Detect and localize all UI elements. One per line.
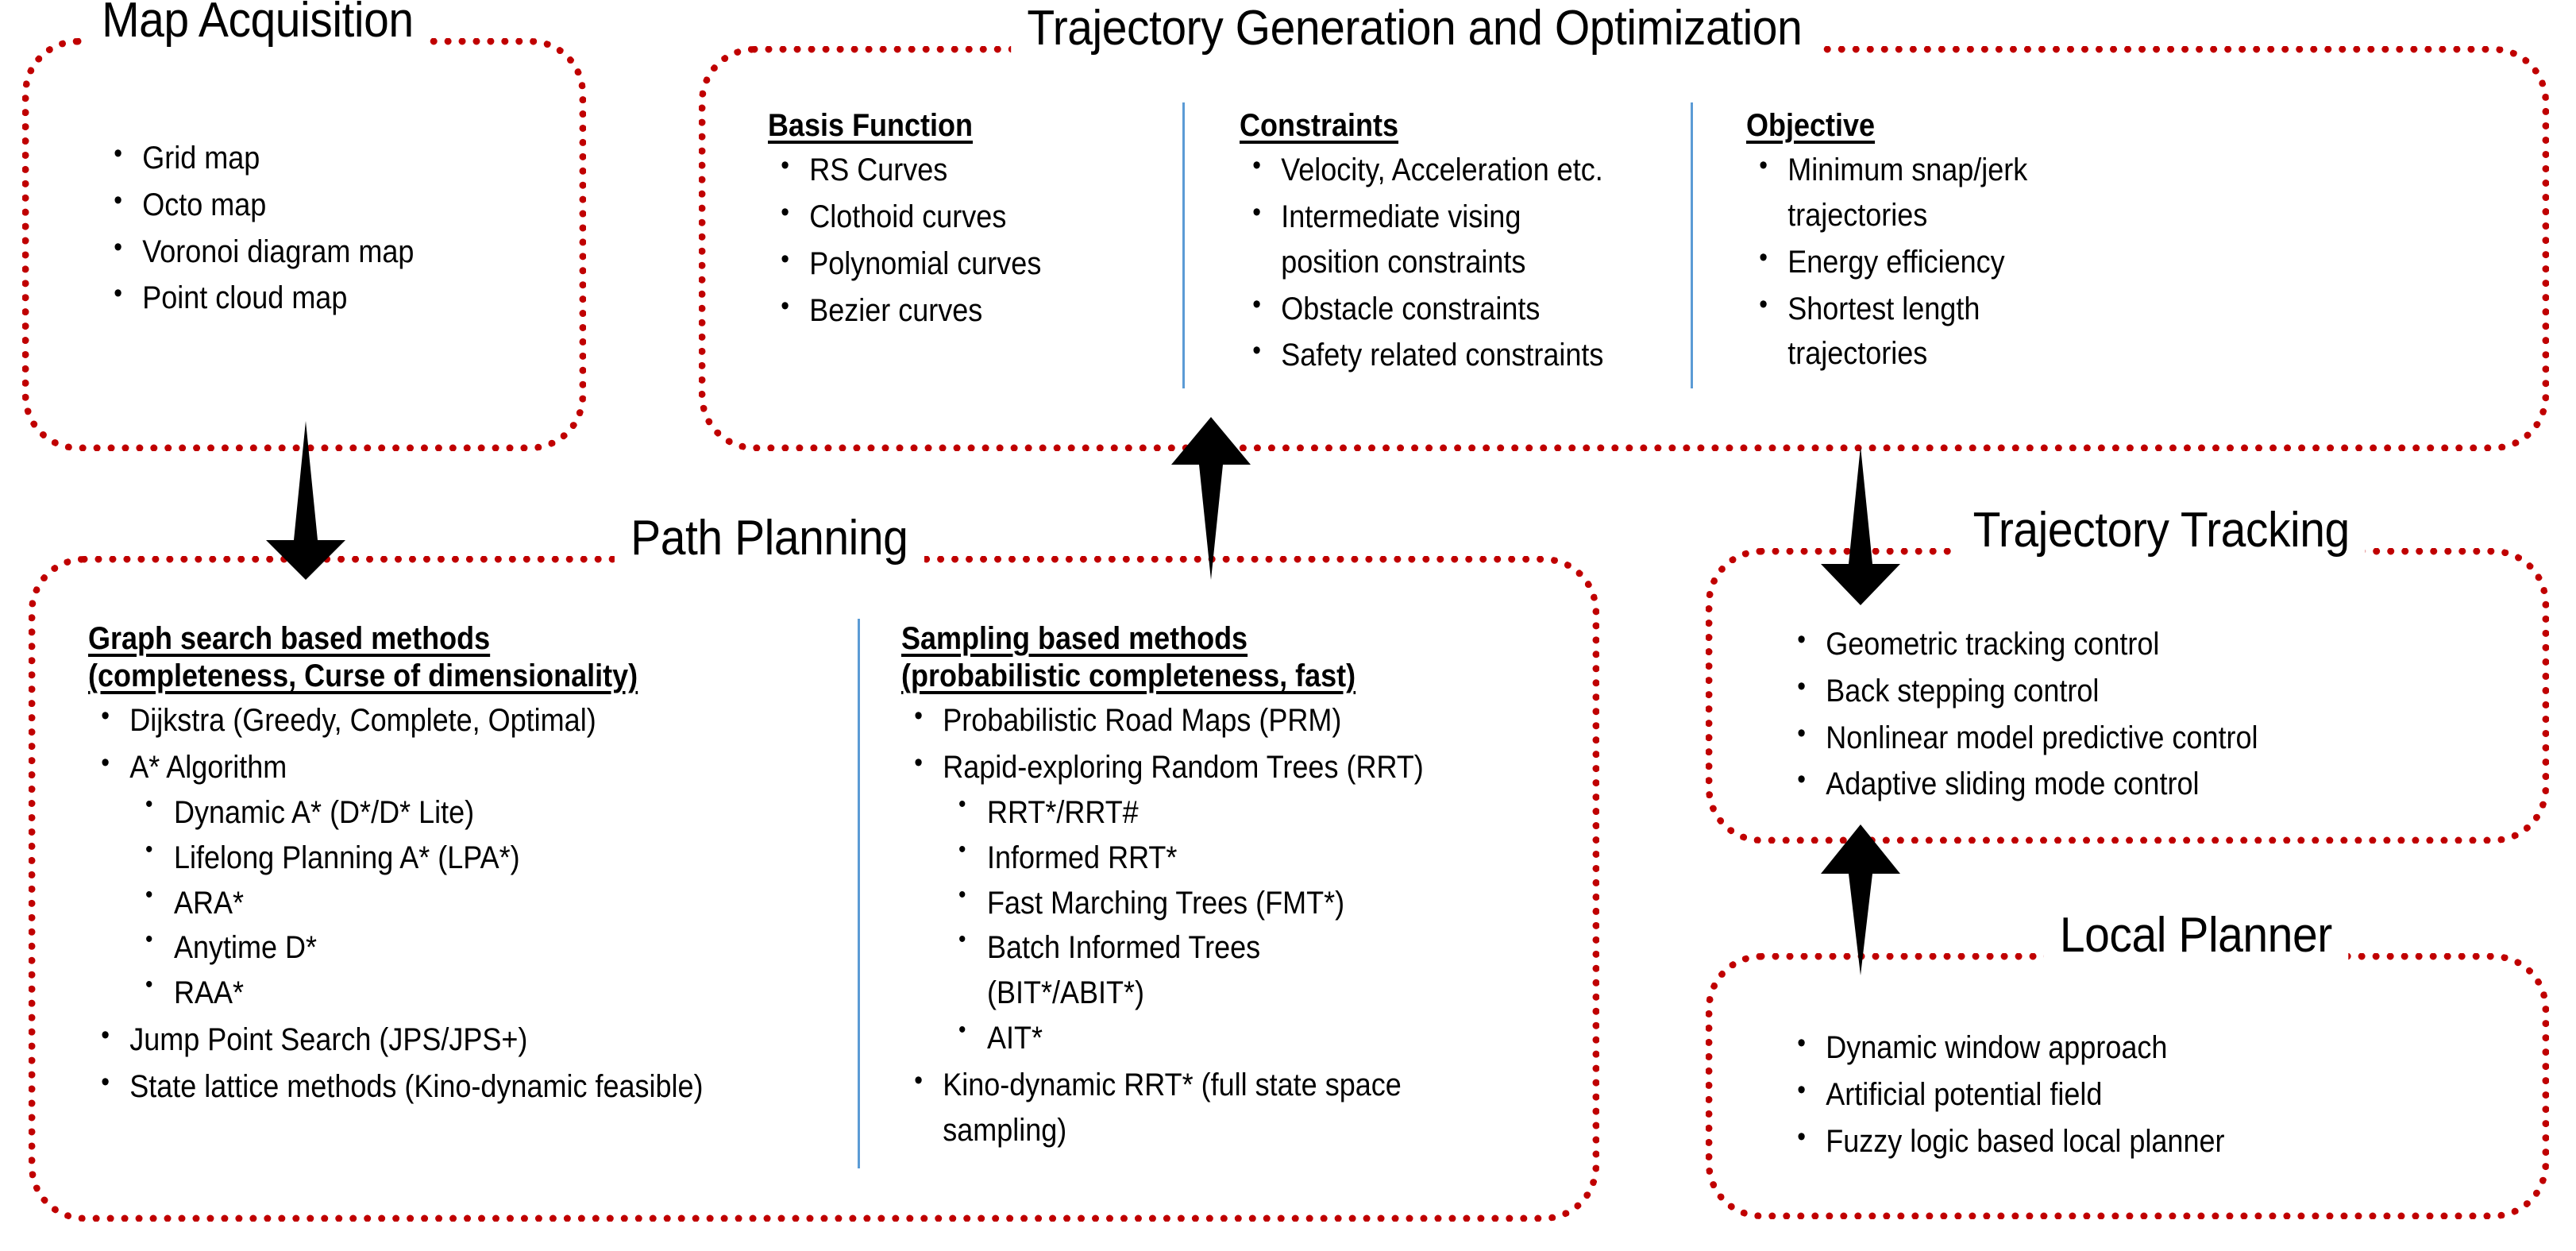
graph-search-sublist: Dynamic A* (D*/D* Lite) Lifelong Plannin… xyxy=(129,788,753,1016)
list-item: Kino-dynamic RRT* (full state space samp… xyxy=(901,1061,1507,1153)
list-item: State lattice methods (Kino-dynamic feas… xyxy=(88,1063,723,1110)
column-divider xyxy=(1691,102,1693,388)
sampling-header-line2: (probabilistic completeness, fast) xyxy=(901,658,1356,694)
list-item: Rapid-exploring Random Trees (RRT) RRT*/… xyxy=(901,743,1516,1061)
basis-function-header: Basis Function xyxy=(768,108,974,143)
local-planner-box: Local Planner Dynamic window approach Ar… xyxy=(1706,911,2549,1219)
basis-function-list: RS Curves Clothoid curves Polynomial cur… xyxy=(768,146,1165,334)
sampling-based-column: Sampling based methods (probabilistic co… xyxy=(901,620,1584,1154)
local-planner-title: Local Planner xyxy=(2043,911,2348,960)
list-item: RRT*/RRT# xyxy=(943,788,1516,836)
sampling-header-line1: Sampling based methods xyxy=(901,621,1248,656)
arrow-local-planner-to-trajectory-tracking xyxy=(1817,824,1904,975)
graph-search-header-line2: (completeness, Curse of dimensionality) xyxy=(88,658,638,694)
objective-column: Objective Minimum snap/jerk trajectories… xyxy=(1746,107,2159,378)
list-item: Shortest length trajectories xyxy=(1746,285,2023,377)
list-item: Fast Marching Trees (FMT*) xyxy=(943,878,1516,926)
list-item: Safety related constraints xyxy=(1240,331,1611,378)
list-item: Point cloud map xyxy=(101,274,414,321)
list-item: Jump Point Search (JPS/JPS+) xyxy=(88,1016,753,1063)
list-item: A* Algorithm Dynamic A* (D*/D* Lite) Lif… xyxy=(88,743,753,1016)
list-item: Informed RRT* xyxy=(943,833,1516,881)
constraints-column: Constraints Velocity, Acceleration etc. … xyxy=(1240,107,1652,380)
list-item: Bezier curves xyxy=(768,287,1125,334)
list-item: ARA* xyxy=(129,878,753,926)
trajectory-tracking-title: Trajectory Tracking xyxy=(1957,506,2366,555)
list-item: Adaptive sliding mode control xyxy=(1784,760,2258,807)
sampling-list: Probabilistic Road Maps (PRM) Rapid-expl… xyxy=(901,697,1584,1153)
list-item: Back stepping control xyxy=(1784,667,2258,714)
map-acquisition-title: Map Acquisition xyxy=(85,0,430,45)
column-divider xyxy=(1182,102,1185,388)
list-item: Polynomial curves xyxy=(768,240,1125,287)
graph-search-list: Dijkstra (Greedy, Complete, Optimal) A* … xyxy=(88,697,827,1110)
list-item: Geometric tracking control xyxy=(1784,620,2258,667)
list-item-label: A* Algorithm xyxy=(129,750,287,786)
list-item: Velocity, Acceleration etc. xyxy=(1240,146,1611,193)
objective-list: Minimum snap/jerk trajectories Energy ef… xyxy=(1746,146,2159,377)
list-item: Grid map xyxy=(101,134,414,181)
constraints-header: Constraints xyxy=(1240,108,1399,143)
list-item: Nonlinear model predictive control xyxy=(1784,714,2258,761)
trajectory-tracking-box: Trajectory Tracking Geometric tracking c… xyxy=(1706,506,2549,844)
list-item: Lifelong Planning A* (LPA*) xyxy=(129,833,753,881)
list-item: Energy efficiency xyxy=(1746,238,2118,285)
objective-header: Objective xyxy=(1746,108,1876,143)
list-item: RAA* xyxy=(129,968,753,1016)
list-item: Artificial potential field xyxy=(1784,1071,2224,1118)
map-acquisition-box: Map Acquisition Grid map Octo map Vorono… xyxy=(22,0,586,451)
arrow-path-planning-to-trajectory-generation xyxy=(1167,417,1255,580)
list-item: Clothoid curves xyxy=(768,193,1125,240)
column-divider xyxy=(858,619,860,1168)
path-planning-box: Path Planning Graph search based methods… xyxy=(29,514,1599,1222)
graph-search-header-line1: Graph search based methods xyxy=(88,621,491,656)
list-item: Dynamic window approach xyxy=(1784,1024,2224,1071)
constraints-list: Velocity, Acceleration etc. Intermediate… xyxy=(1240,146,1652,378)
list-item: Voronoi diagram map xyxy=(101,228,414,275)
trajectory-tracking-list: Geometric tracking control Back stepping… xyxy=(1784,620,2311,809)
trajectory-generation-box: Trajectory Generation and Optimization B… xyxy=(699,4,2549,451)
list-item: Minimum snap/jerk trajectories xyxy=(1746,146,2073,238)
list-item-label: Rapid-exploring Random Trees (RRT) xyxy=(943,750,1424,786)
arrow-map-to-path-planning xyxy=(262,421,349,580)
list-item: Batch Informed Trees (BIT*/ABIT*) xyxy=(943,923,1287,1016)
list-item: Octo map xyxy=(101,181,414,228)
graph-search-column: Graph search based methods (completeness… xyxy=(88,620,827,1111)
list-item: Obstacle constraints xyxy=(1240,285,1611,332)
list-item: Dijkstra (Greedy, Complete, Optimal) xyxy=(88,697,753,743)
list-item: Fuzzy logic based local planner xyxy=(1784,1118,2224,1164)
arrow-path-planning-to-trajectory-tracking xyxy=(1817,446,1904,605)
local-planner-list: Dynamic window approach Artificial poten… xyxy=(1784,1024,2273,1165)
list-item: Intermediate vising position constraints xyxy=(1240,193,1588,285)
list-item: Dynamic A* (D*/D* Lite) xyxy=(129,788,753,836)
list-item: Probabilistic Road Maps (PRM) xyxy=(901,697,1516,743)
list-item: AIT* xyxy=(943,1014,1516,1061)
trajectory-generation-title: Trajectory Generation and Optimization xyxy=(1011,4,1818,53)
basis-function-column: Basis Function RS Curves Clothoid curves… xyxy=(768,107,1165,334)
map-acquisition-list: Grid map Octo map Voronoi diagram map Po… xyxy=(101,134,449,322)
path-planning-title: Path Planning xyxy=(614,514,924,563)
list-item: Anytime D* xyxy=(129,923,753,971)
sampling-sublist: RRT*/RRT# Informed RRT* Fast Marching Tr… xyxy=(943,788,1516,1061)
list-item: RS Curves xyxy=(768,146,1125,193)
